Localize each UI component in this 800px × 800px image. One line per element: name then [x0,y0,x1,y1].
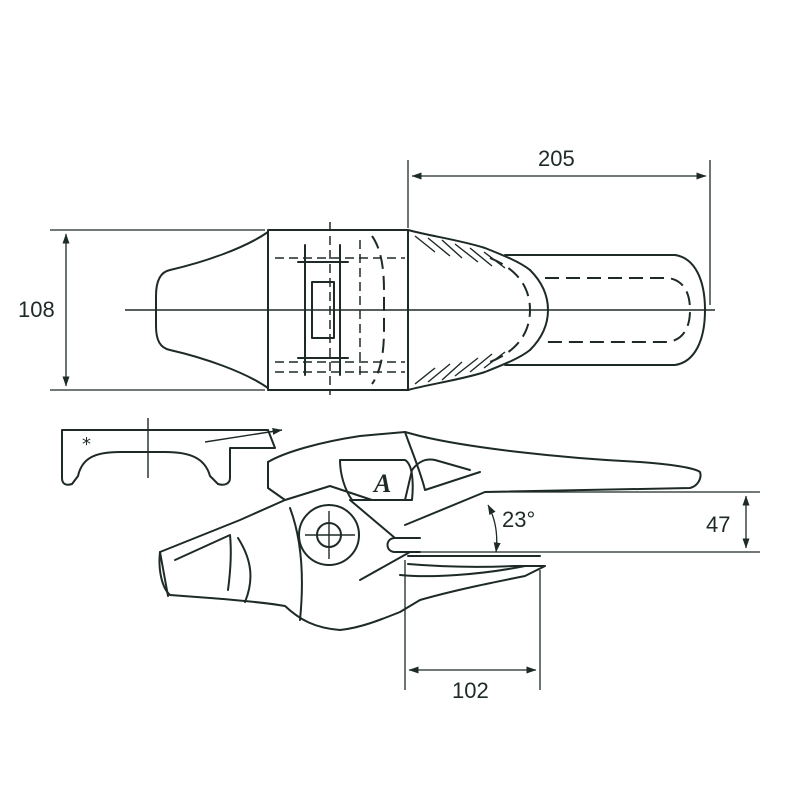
slot-link-bottom [359,551,411,581]
slot-link-top [349,499,396,539]
adapter-body-outline [267,229,409,391]
side-shank-top [159,551,169,597]
angle-23-label: 23° [502,507,535,532]
nose-transition-bottom [407,349,531,391]
pin-slot-window [311,281,335,339]
dim-47-label: 47 [706,512,730,537]
side-lower-body [158,499,546,631]
dim-102-label: 102 [452,678,489,703]
side-upper-ear [267,458,471,501]
nose-hidden-curve [489,257,532,363]
logo: A [372,469,391,498]
angle-23-arc [487,504,501,553]
nose-transition-top [407,229,531,271]
side-top-profile [267,431,702,493]
lock-clip-outline [61,429,276,486]
nose-inner-curve [529,269,549,351]
dim-205-label: 205 [538,146,575,171]
nose-side-top [404,491,486,526]
lock-detail: * [61,418,283,486]
lock-clip-pointer [204,428,283,443]
logo-plate [339,459,414,501]
side-view: A 47 23° 102 [158,431,760,703]
mounting-slot [386,537,421,553]
detail-star: * [82,434,91,455]
hatch-top [414,235,506,269]
shank-nose-outline [155,231,269,389]
nose-lower-bevel [399,565,526,578]
side-upper-flank [404,431,481,491]
nose-outline [504,254,706,366]
dim-108-label: 108 [18,297,55,322]
hidden-pocket [371,235,385,385]
pin-hole-outer [298,504,360,566]
hatch-bottom [414,351,506,385]
top-view: 108 205 [18,146,715,395]
nose-hidden-profile [545,277,692,343]
side-shank-inner [174,534,232,591]
side-shank-inner-curves [237,507,303,621]
